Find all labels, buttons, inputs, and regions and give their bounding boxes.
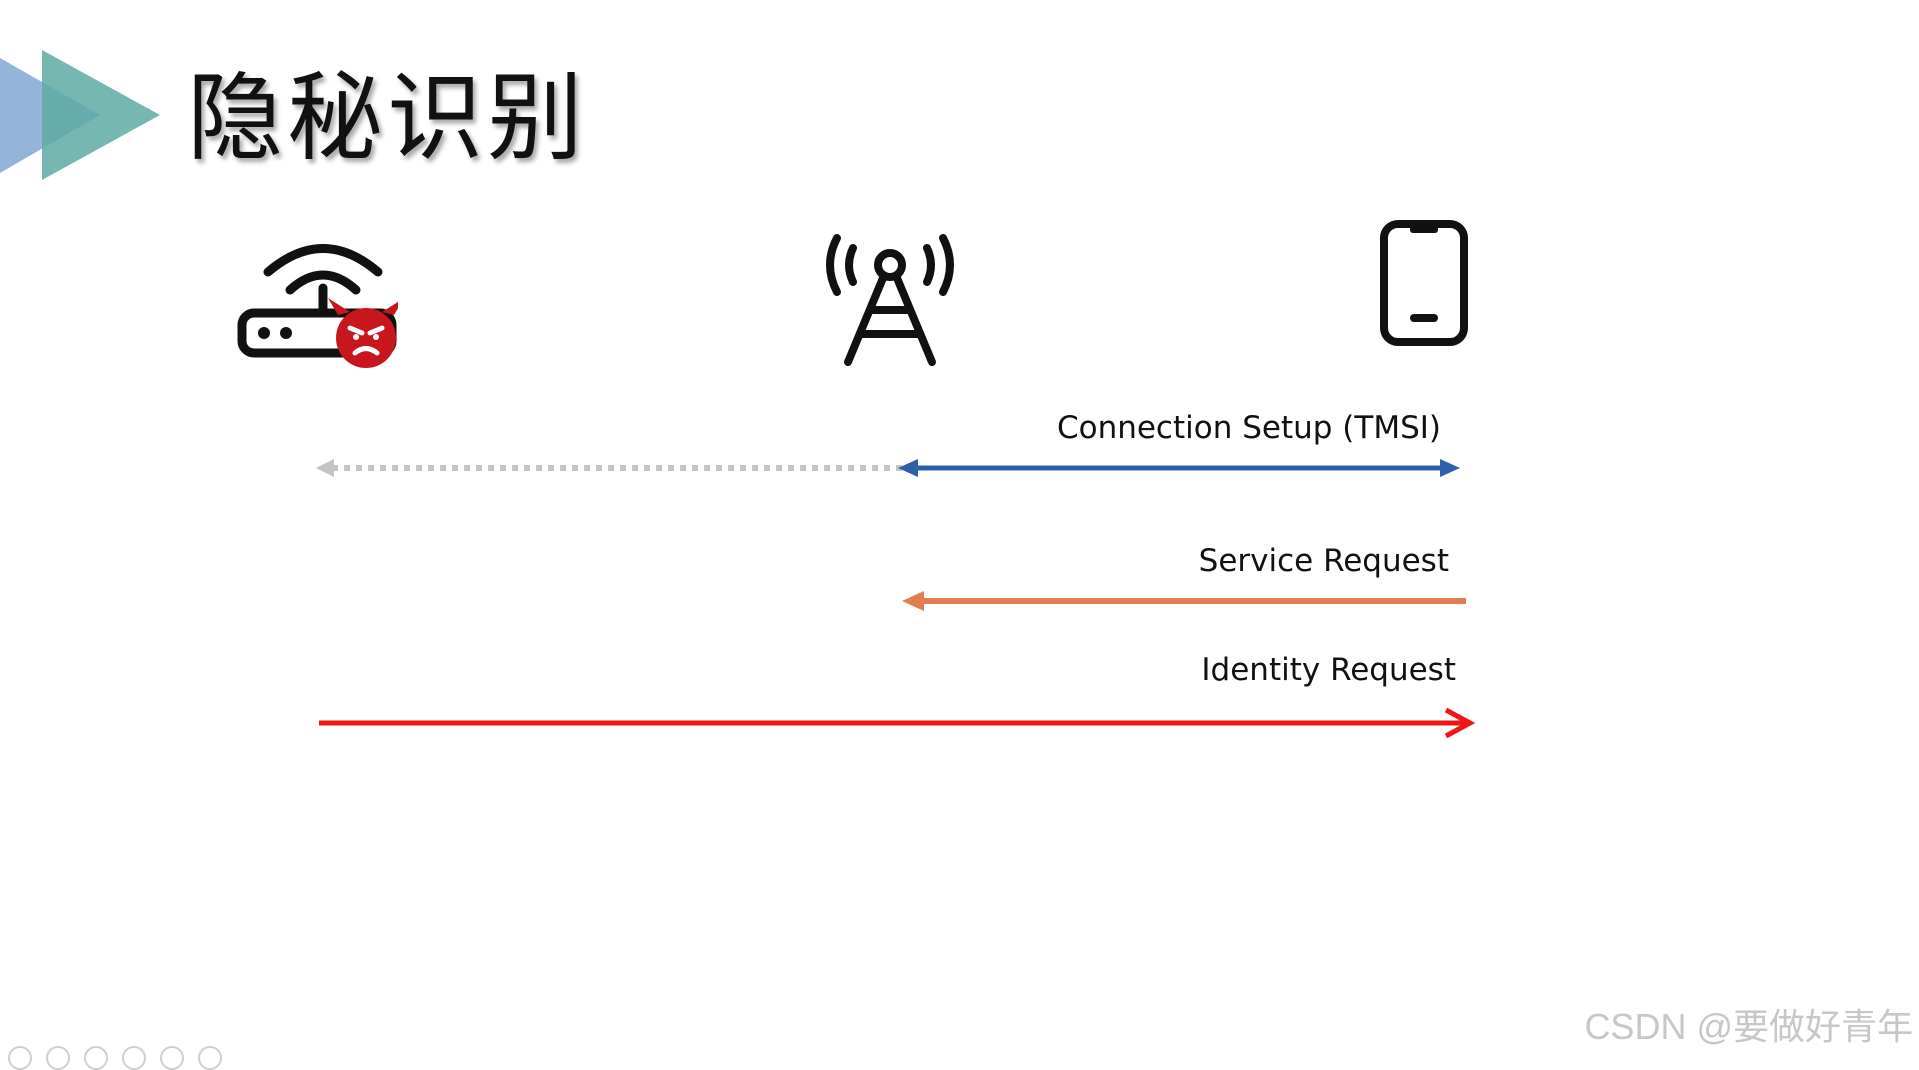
devil-icon xyxy=(328,298,398,368)
rogue-router-devil-icon xyxy=(237,244,398,368)
service-request-arrowhead xyxy=(902,591,924,611)
relay-arrowhead xyxy=(316,459,334,477)
identity-request-arrowhead xyxy=(1444,707,1476,739)
connection-setup-arrowhead-right xyxy=(1440,459,1460,477)
smartphone-icon xyxy=(1380,220,1468,346)
service-request-label: Service Request xyxy=(1198,543,1449,579)
cell-tower-icon xyxy=(826,234,954,366)
more-options-button[interactable] xyxy=(198,1046,222,1070)
connection-setup-label: Connection Setup (TMSI) xyxy=(1056,410,1441,446)
prev-slide-button[interactable] xyxy=(8,1046,32,1070)
slide-toolbar xyxy=(8,1046,222,1070)
play-triangles-logo xyxy=(0,50,160,180)
connection-setup-arrowhead-left xyxy=(898,459,918,477)
next-slide-button[interactable] xyxy=(46,1046,70,1070)
slides-grid-button[interactable] xyxy=(122,1046,146,1070)
slide-title: 隐秘识别 xyxy=(187,62,587,174)
watermark: CSDN @要做好青年 xyxy=(1584,1006,1913,1047)
identity-request-label: Identity Request xyxy=(1201,652,1456,688)
zoom-button[interactable] xyxy=(160,1046,184,1070)
pen-tool-button[interactable] xyxy=(84,1046,108,1070)
